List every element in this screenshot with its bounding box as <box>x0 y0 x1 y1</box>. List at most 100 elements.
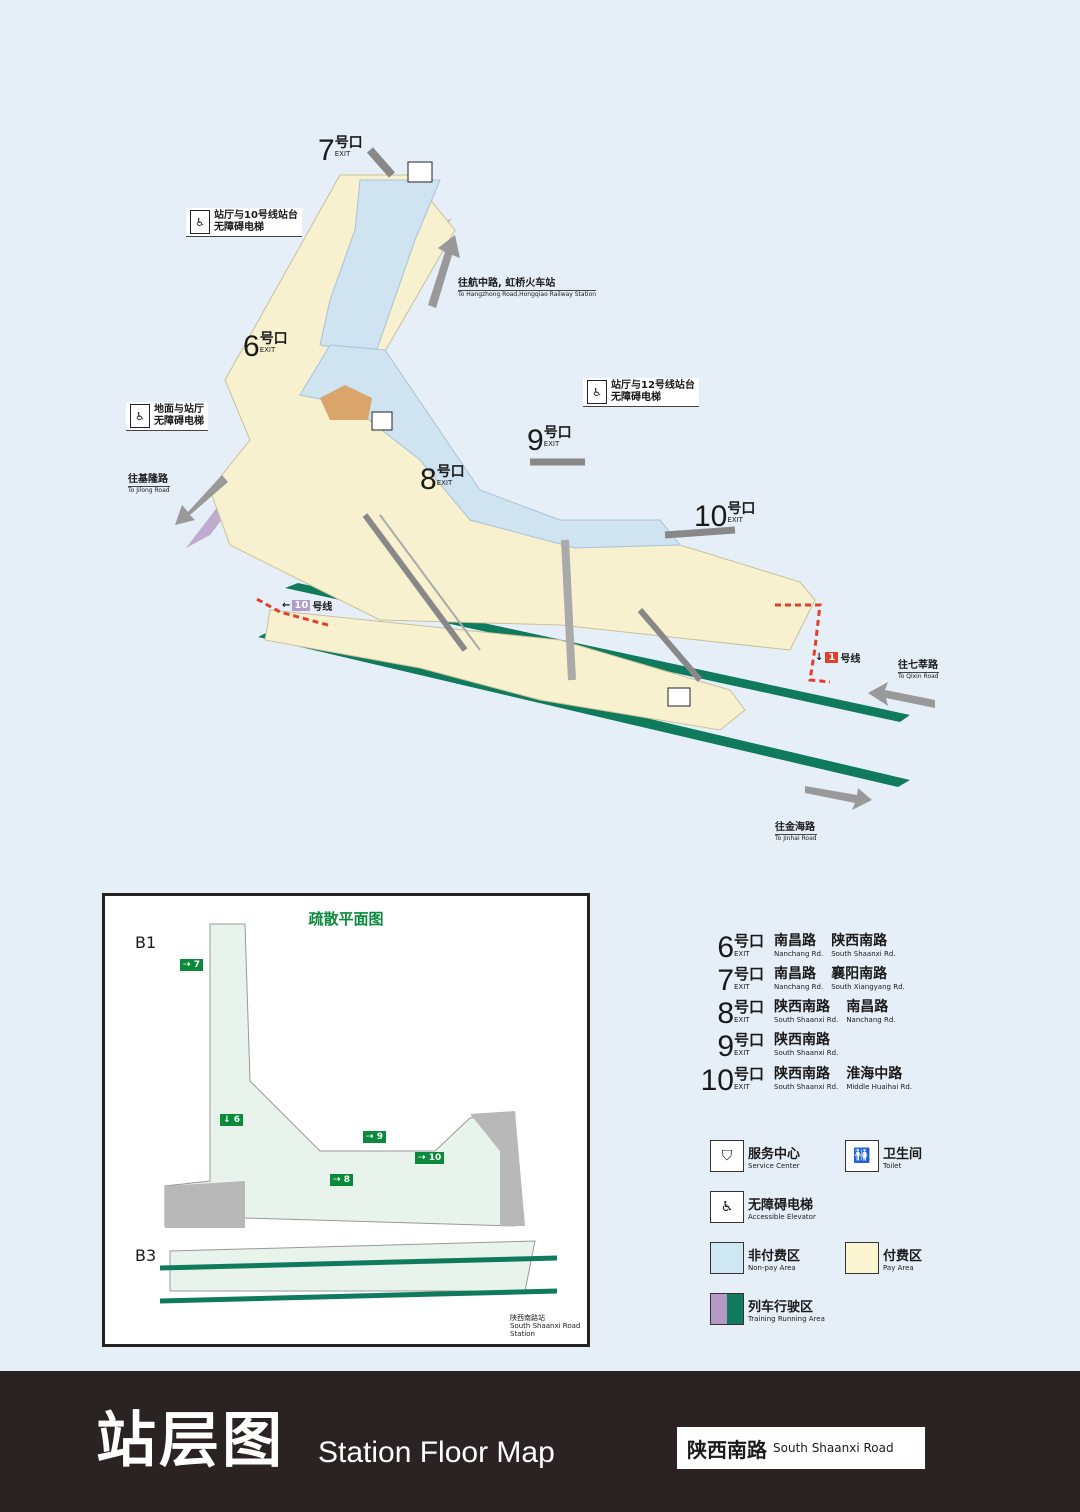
callout-line1: 站厅与12号线站台 <box>611 380 695 391</box>
legend-en: Training Running Area <box>748 1314 825 1323</box>
direction-cn: 往基隆路 <box>128 474 168 485</box>
legend-exit-hao: 号口 <box>734 1065 765 1083</box>
line-badge: 1 <box>825 652 839 663</box>
legend-exit-num: 7 <box>717 964 734 997</box>
map-exit-label: EXIT <box>436 479 453 487</box>
map-exit-hao: 号口 <box>727 501 756 517</box>
legend-road-en: Nanchang Rd. <box>846 1016 896 1024</box>
legend-cn: 列车行驶区 <box>748 1299 814 1315</box>
exit-sign-9: ⇢ 9 <box>363 1131 386 1143</box>
evac-floor-plan <box>159 923 558 1304</box>
exit-sign-7: ⇢ 7 <box>180 959 203 971</box>
callout-elevator-ground: ♿ 地面与站厅无障碍电梯 <box>126 402 208 431</box>
line-tag-text: 号线 <box>840 654 861 665</box>
line-tag-text: 号线 <box>312 602 333 613</box>
legend-road-en: South Shaanxi Rd. <box>831 950 896 958</box>
pay-swatch <box>845 1242 879 1274</box>
arrow-down-icon: ↓ <box>815 652 824 663</box>
legend-en: Service Center <box>748 1161 800 1170</box>
callout-elevator-line10: ♿ 站厅与10号线站台无障碍电梯 <box>186 208 302 237</box>
service-center-block <box>320 385 372 420</box>
station-name-en: South Shaanxi Road <box>773 1441 894 1455</box>
legend-exit-label: EXIT <box>734 1083 750 1091</box>
platform-lower <box>264 609 746 731</box>
map-exit-num: 8 <box>420 463 437 496</box>
evac-exit-num: 7 <box>193 960 200 970</box>
legend-road-en: South Shaanxi Rd. <box>774 1016 839 1024</box>
legend-exit-hao: 号口 <box>734 932 765 950</box>
line-badge: 10 <box>292 600 311 611</box>
legend-en: Toilet <box>883 1161 902 1170</box>
accessible-elevator-icon: ♿ <box>710 1191 744 1223</box>
legend-cn: 付费区 <box>883 1248 923 1264</box>
legend-road-en: South Shaanxi Rd. <box>774 1083 839 1091</box>
exit-sign-10: ⇢ 10 <box>415 1152 445 1164</box>
track-green-lower <box>258 630 910 787</box>
station-3d-map <box>175 147 935 810</box>
arrow-east-lower <box>805 786 872 810</box>
legend-cn: 非付费区 <box>748 1248 801 1264</box>
direction-en: To Jilong Road <box>128 486 170 494</box>
station-name-cn: 陕西南路 <box>687 1437 767 1462</box>
accessible-elevator-icon: ♿ <box>190 210 210 234</box>
line-tag-1: ↓ 1 号线 <box>815 650 860 665</box>
map-exit-hao: 号口 <box>543 425 572 441</box>
callout-line1: 地面与站厅 <box>154 404 204 415</box>
callout-line1: 站厅与10号线站台 <box>214 210 298 221</box>
line-tag-10: ← 10 号线 <box>282 598 332 613</box>
legend-road-cn: 淮海中路 <box>846 1066 903 1082</box>
direction-en: To Hangzhong Road,Hongqiao Railway Stati… <box>458 290 597 298</box>
legend-exit-label: EXIT <box>734 983 750 991</box>
direction-en: To Jinhai Road <box>775 834 817 842</box>
legend-cn: 卫生间 <box>883 1146 923 1162</box>
evac-exit-num: 8 <box>343 1175 350 1185</box>
evac-exit-num: 9 <box>376 1132 383 1142</box>
legend-exit-label: EXIT <box>734 950 750 958</box>
evacuation-plan: 疏散平面图 B1 B3 ⇢ 7 ↓ 6 ⇢ 9 ⇢ 10 ⇢ 8 陕西南路站 S… <box>102 893 590 1347</box>
accessible-elevator-icon: ♿ <box>587 380 607 404</box>
legend-road-cn: 陕西南路 <box>774 999 830 1015</box>
arrow-west <box>175 475 228 525</box>
callout-line2: 无障碍电梯 <box>214 222 264 233</box>
map-exit-num: 9 <box>527 424 544 457</box>
direction-cn: 往七莘路 <box>898 660 938 671</box>
legend-exit-hao: 号口 <box>734 998 765 1016</box>
legend-road-en: Middle Huaihai Rd. <box>846 1083 913 1091</box>
legend-road-cn: 陕西南路 <box>774 1032 830 1048</box>
evac-title: 疏散平面图 <box>308 910 384 928</box>
legend-road-en: South Shaanxi Rd. <box>774 1049 839 1057</box>
train-swatch <box>710 1293 744 1325</box>
nonpay-swatch <box>710 1242 744 1274</box>
legend-exit-label: EXIT <box>734 1049 750 1057</box>
map-exit-num: 7 <box>318 134 335 167</box>
map-exit-label: EXIT <box>727 516 743 524</box>
callout-line2: 无障碍电梯 <box>154 416 204 427</box>
legend-exit-label: EXIT <box>734 1016 750 1024</box>
legend-exit-num: 6 <box>717 931 734 964</box>
direction-jinhai: 往金海路 To Jinhai Road <box>775 822 817 842</box>
map-exit-num: 10 <box>694 500 728 533</box>
level-b1: B1 <box>135 933 157 952</box>
legend-road-en: Nanchang Rd. <box>774 950 824 958</box>
arrow-left-icon: ← <box>282 600 291 611</box>
footer-title-cn: 站层图 <box>96 1406 285 1476</box>
evac-exit-num: 10 <box>428 1153 442 1163</box>
legend-exit-hao: 号口 <box>734 1031 765 1049</box>
toilet-icon: 🚻 <box>845 1140 879 1172</box>
station-name-plate: 陕西南路 South Shaanxi Road <box>677 1427 925 1469</box>
legend-road-cn: 陕西南路 <box>831 933 888 949</box>
concourse-pay-area <box>209 174 816 651</box>
legend-road-cn: 南昌路 <box>774 933 816 949</box>
direction-jilong: 往基隆路 To Jilong Road <box>128 474 170 494</box>
legend-road-cn: 南昌路 <box>774 966 816 982</box>
exit-sign-6: ↓ 6 <box>220 1114 243 1126</box>
